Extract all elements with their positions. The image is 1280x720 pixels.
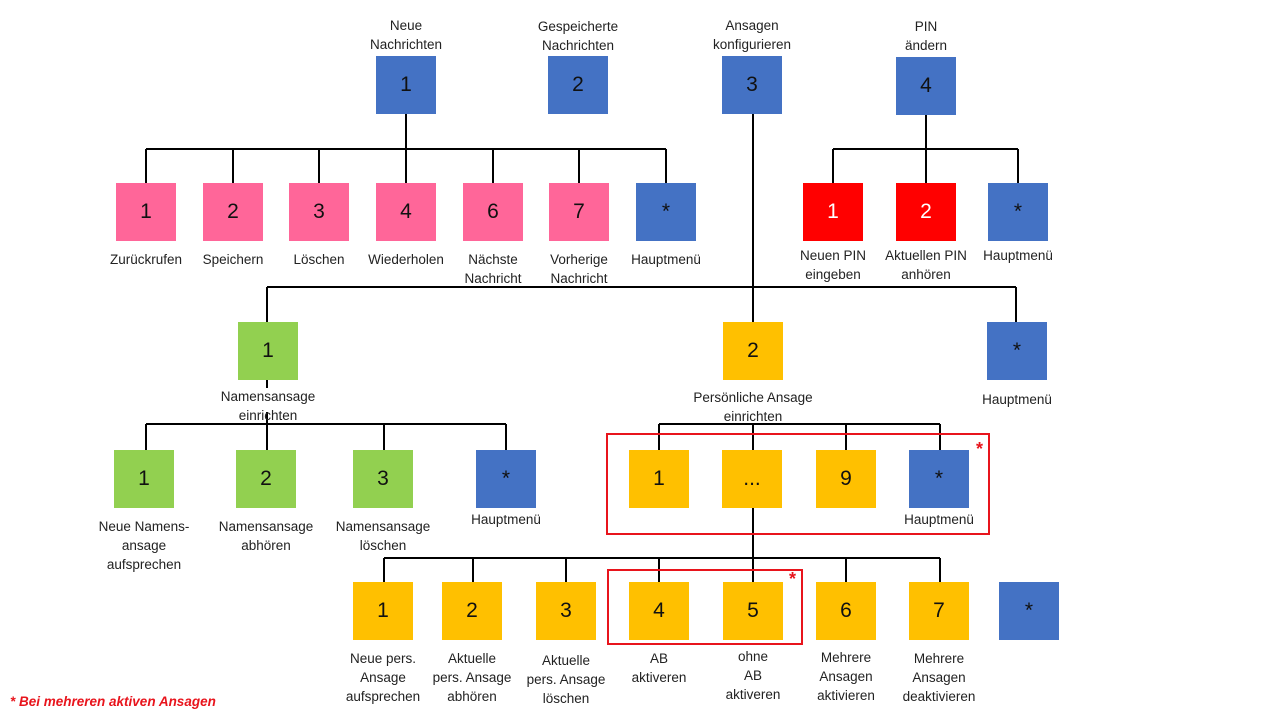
new-messages-menu-label-6: Nächste Nachricht: [464, 252, 522, 286]
highlight-marker: *: [789, 569, 797, 589]
greeting-select-menu-key-9: 9: [816, 450, 876, 508]
name-greeting-menu-label-2: Namensansage abhören: [218, 519, 314, 553]
pin-menu-key-star: *: [988, 183, 1048, 241]
new-messages-menu-key-1: 1: [116, 183, 176, 241]
personal-greeting-menu-key-1: 1: [353, 582, 413, 640]
top-menu-key-4: 4: [896, 57, 956, 115]
top-menu-label-4: PIN ändern: [904, 19, 948, 53]
name-greeting-menu-key-star: *: [476, 450, 536, 508]
multi-greeting-highlight-frame: [606, 433, 990, 535]
name-greeting-menu-label-3: Namensansage löschen: [335, 519, 431, 553]
greeting-select-menu-key-1: 1: [629, 450, 689, 508]
pin-menu-label-2: Aktuellen PIN anhören: [885, 248, 967, 282]
new-messages-menu-key-7: 7: [549, 183, 609, 241]
greetings-menu-key-1: 1: [238, 322, 298, 380]
new-messages-menu-label-3: Löschen: [293, 252, 345, 267]
name-greeting-menu-key-3: 3: [353, 450, 413, 508]
pin-menu-key-2: 2: [896, 183, 956, 241]
greetings-menu-label-star: Hauptmenü: [982, 392, 1052, 407]
new-messages-menu-label-7: Vorherige Nachricht: [550, 252, 608, 286]
pin-menu-key-1: 1: [803, 183, 863, 241]
greeting-select-menu-key-star: *: [909, 450, 969, 508]
top-menu-label-1: Neue Nachrichten: [369, 18, 443, 52]
name-greeting-menu-key-2: 2: [236, 450, 296, 508]
personal-greeting-menu-label-6: Mehrere Ansagen aktivieren: [817, 650, 875, 703]
personal-greeting-menu-key-5: 5: [723, 582, 783, 640]
highlight-marker: *: [976, 439, 984, 459]
personal-greeting-menu-key-7: 7: [909, 582, 969, 640]
new-messages-menu-key-star: *: [636, 183, 696, 241]
greetings-menu-label-1: Namensansage einrichten: [220, 389, 316, 423]
greetings-menu-key-star: *: [987, 322, 1047, 380]
name-greeting-menu-label-1: Neue Namens- ansage aufsprechen: [98, 519, 190, 572]
personal-greeting-menu-label-7: Mehrere Ansagen deaktivieren: [902, 651, 976, 704]
personal-greeting-menu-label-3: Aktuelle pers. Ansage löschen: [526, 653, 606, 706]
top-menu-label-3: Ansagen konfigurieren: [712, 18, 792, 52]
new-messages-menu-label-star: Hauptmenü: [631, 252, 701, 267]
top-menu-label-2: Gespeicherte Nachrichten: [537, 19, 619, 53]
personal-greeting-menu-key-star: *: [999, 582, 1059, 640]
top-menu-key-3: 3: [722, 56, 782, 114]
personal-greeting-menu-key-6: 6: [816, 582, 876, 640]
pin-menu-label-star: Hauptmenü: [983, 248, 1053, 263]
personal-greeting-menu-key-4: 4: [629, 582, 689, 640]
greetings-menu-key-2: 2: [723, 322, 783, 380]
new-messages-menu-label-4: Wiederholen: [368, 252, 444, 267]
new-messages-menu-key-6: 6: [463, 183, 523, 241]
personal-greeting-menu-label-2: Aktuelle pers. Ansage abhören: [432, 651, 512, 704]
new-messages-menu-key-3: 3: [289, 183, 349, 241]
name-greeting-menu-key-1: 1: [114, 450, 174, 508]
name-greeting-menu-label-star: Hauptmenü: [471, 512, 541, 527]
new-messages-menu-key-2: 2: [203, 183, 263, 241]
top-menu-key-1: 1: [376, 56, 436, 114]
ab-options-highlight-frame: [607, 569, 803, 645]
top-menu-key-2: 2: [548, 56, 608, 114]
pin-menu-label-1: Neuen PIN eingeben: [799, 248, 867, 282]
personal-greeting-menu-key-3: 3: [536, 582, 596, 640]
footnote: * Bei mehreren aktiven Ansagen: [10, 694, 216, 709]
personal-greeting-menu-label-1: Neue pers. Ansage aufsprechen: [345, 651, 421, 704]
new-messages-menu-label-1: Zurückrufen: [109, 252, 183, 267]
greeting-select-menu-label-star: Hauptmenü: [904, 512, 974, 527]
personal-greeting-menu-key-2: 2: [442, 582, 502, 640]
greeting-select-menu-key-more: ...: [722, 450, 782, 508]
new-messages-menu-key-4: 4: [376, 183, 436, 241]
new-messages-menu-label-2: Speichern: [202, 252, 264, 267]
greetings-menu-label-2: Persönliche Ansage einrichten: [693, 390, 813, 424]
personal-greeting-menu-label-4: AB aktiveren: [631, 651, 687, 685]
personal-greeting-menu-label-5: ohne AB aktiveren: [725, 649, 781, 702]
